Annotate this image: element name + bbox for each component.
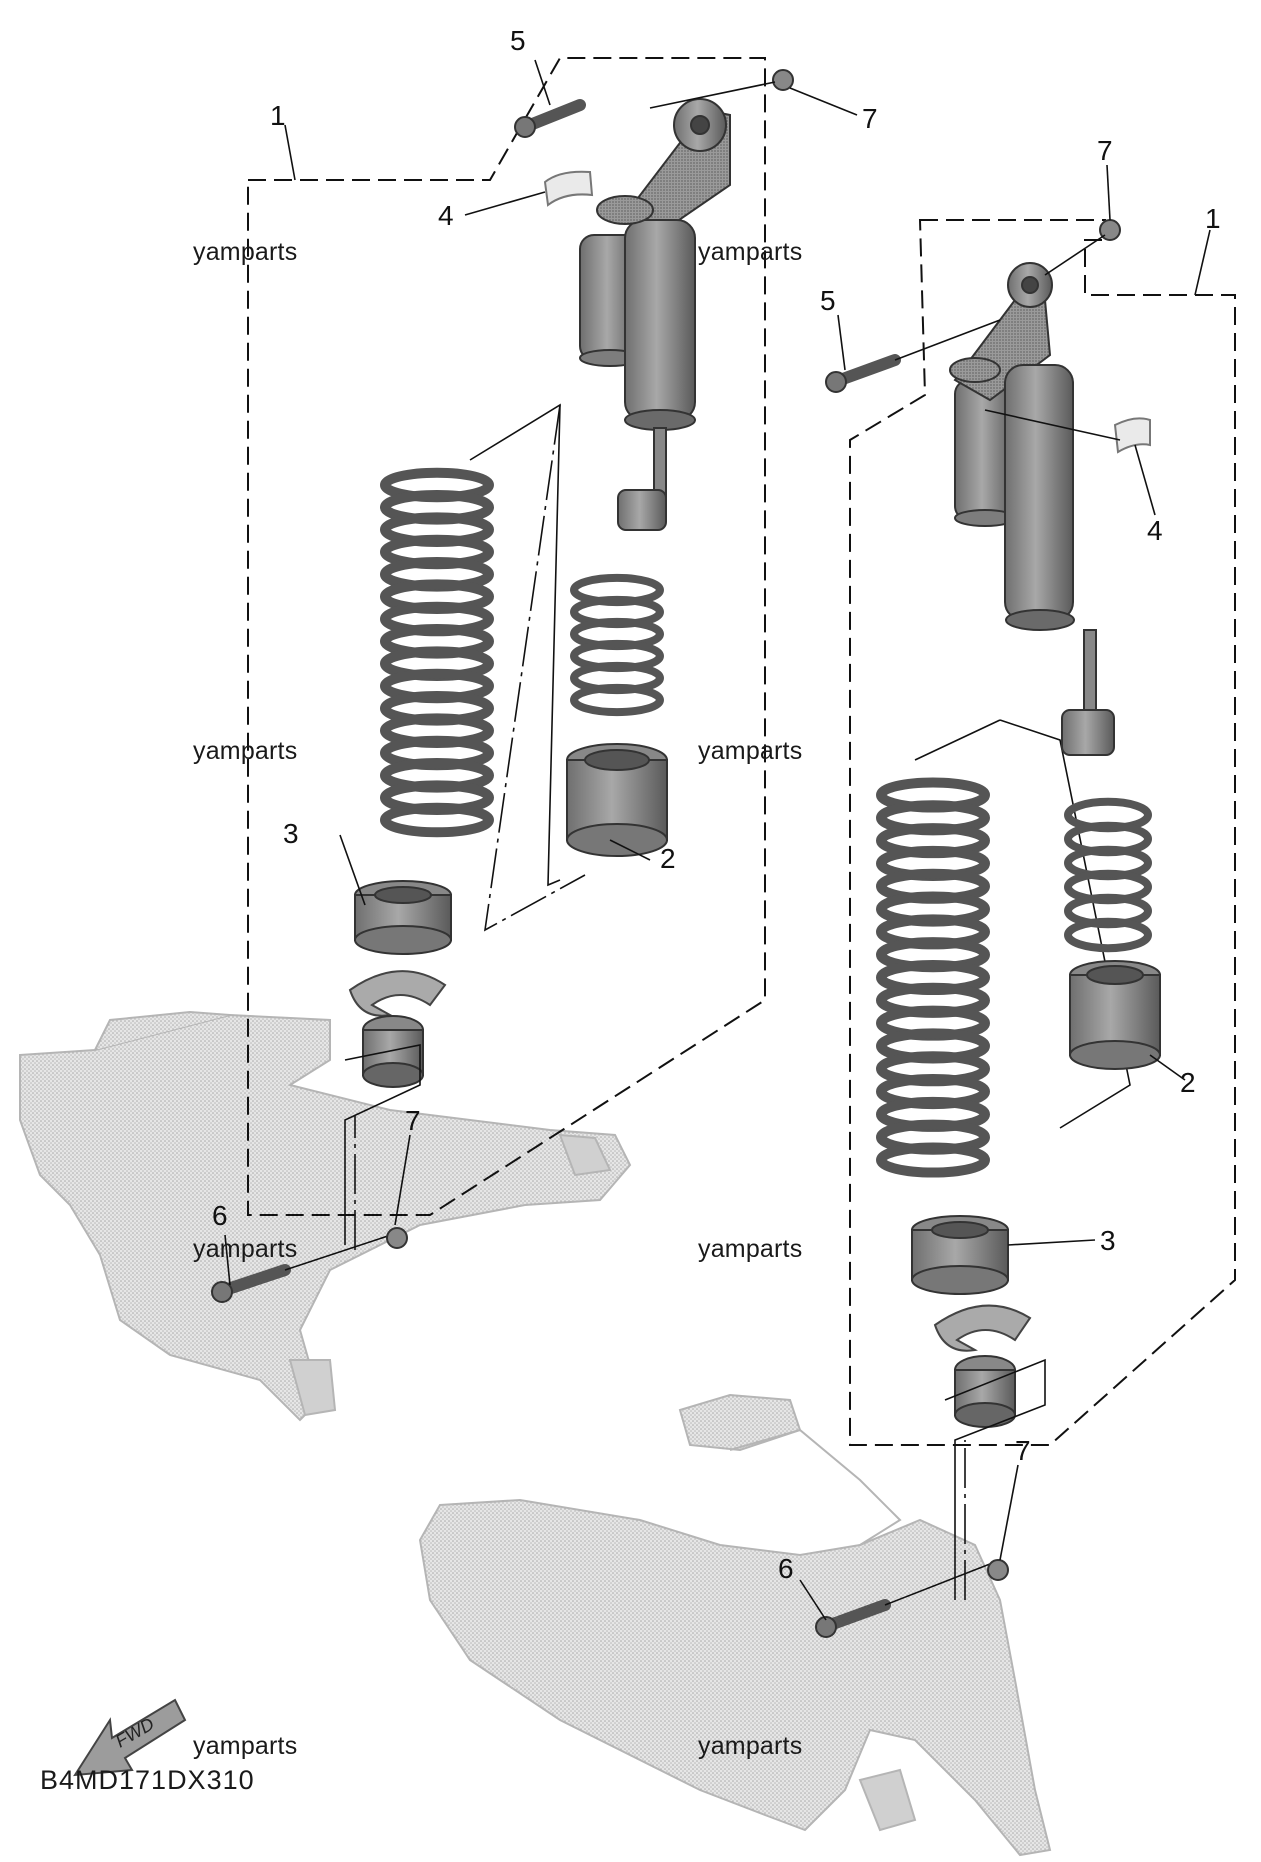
right-reservoir <box>954 379 1016 527</box>
callout-3-right: 3 <box>1100 1225 1116 1256</box>
left-hose-clamp <box>543 170 594 207</box>
right-damper-body <box>949 262 1115 756</box>
left-lower-eye <box>362 1015 424 1088</box>
left-lower-nut <box>386 1227 408 1249</box>
callout-5-left: 5 <box>510 25 526 56</box>
callouts-left: 1 5 7 4 3 2 7 6 <box>212 25 878 1231</box>
right-hose-clamp <box>1113 417 1151 454</box>
watermark: yamparts <box>193 1235 298 1263</box>
left-spring-group-outline <box>469 403 561 887</box>
callout-1-right: 1 <box>1205 203 1221 234</box>
right-spring-seat <box>911 1215 1009 1295</box>
callout-7-left-bottom: 7 <box>405 1105 421 1136</box>
swingarm-right <box>418 1393 1052 1857</box>
right-collar <box>1069 960 1161 1070</box>
callout-3-left: 3 <box>283 818 299 849</box>
watermark: yamparts <box>193 238 298 266</box>
callout-leaders <box>224 59 1211 1621</box>
left-upper-nut <box>772 69 794 91</box>
right-c-ring <box>933 1304 1032 1352</box>
right-main-spring <box>876 777 990 1178</box>
left-main-spring <box>380 467 494 838</box>
left-assembly-outline <box>247 57 766 1216</box>
callout-7-right-top: 7 <box>1097 135 1113 166</box>
callout-6-left: 6 <box>212 1200 228 1231</box>
callout-2-right: 2 <box>1180 1067 1196 1098</box>
right-lower-eye <box>954 1355 1016 1428</box>
callout-1-left: 1 <box>270 100 286 131</box>
watermark: yamparts <box>698 737 803 765</box>
callout-2-left: 2 <box>660 843 676 874</box>
fwd-arrow-icon: FWD <box>73 1698 187 1777</box>
left-damper-body <box>596 98 731 531</box>
spring-coil <box>1064 917 1152 953</box>
callout-7-left-top: 7 <box>862 103 878 134</box>
left-upper-bolt <box>514 99 586 138</box>
right-small-spring <box>1064 797 1152 953</box>
right-upper-bolt <box>825 354 901 393</box>
swingarm-left <box>19 1010 632 1422</box>
spring-coil <box>876 1142 990 1178</box>
right-lower-nut <box>987 1559 1009 1581</box>
right-assembly-outline <box>849 219 1236 1446</box>
left-collar <box>566 743 668 857</box>
left-spring-seat <box>354 880 452 955</box>
callout-5-right: 5 <box>820 285 836 316</box>
right-lower-bolt <box>815 1599 891 1638</box>
drawing-code: B4MD171DX310 <box>40 1765 255 1795</box>
watermark: yamparts <box>698 1732 803 1760</box>
watermark: yamparts <box>698 1235 803 1263</box>
callout-4-right: 4 <box>1147 515 1163 546</box>
callout-6-right: 6 <box>778 1553 794 1584</box>
left-small-spring <box>570 573 664 717</box>
left-lower-bolt <box>211 1264 291 1303</box>
callout-4-left: 4 <box>438 200 454 231</box>
callouts-right: 7 1 5 4 2 3 7 6 <box>778 135 1221 1584</box>
watermark: yamparts <box>193 737 298 765</box>
left-c-ring <box>348 970 447 1017</box>
watermark: yamparts <box>193 1732 298 1760</box>
spring-coil <box>570 683 664 717</box>
watermark: yamparts <box>698 238 803 266</box>
callout-7-right-bottom: 7 <box>1015 1435 1031 1466</box>
spring-coil <box>380 802 494 838</box>
